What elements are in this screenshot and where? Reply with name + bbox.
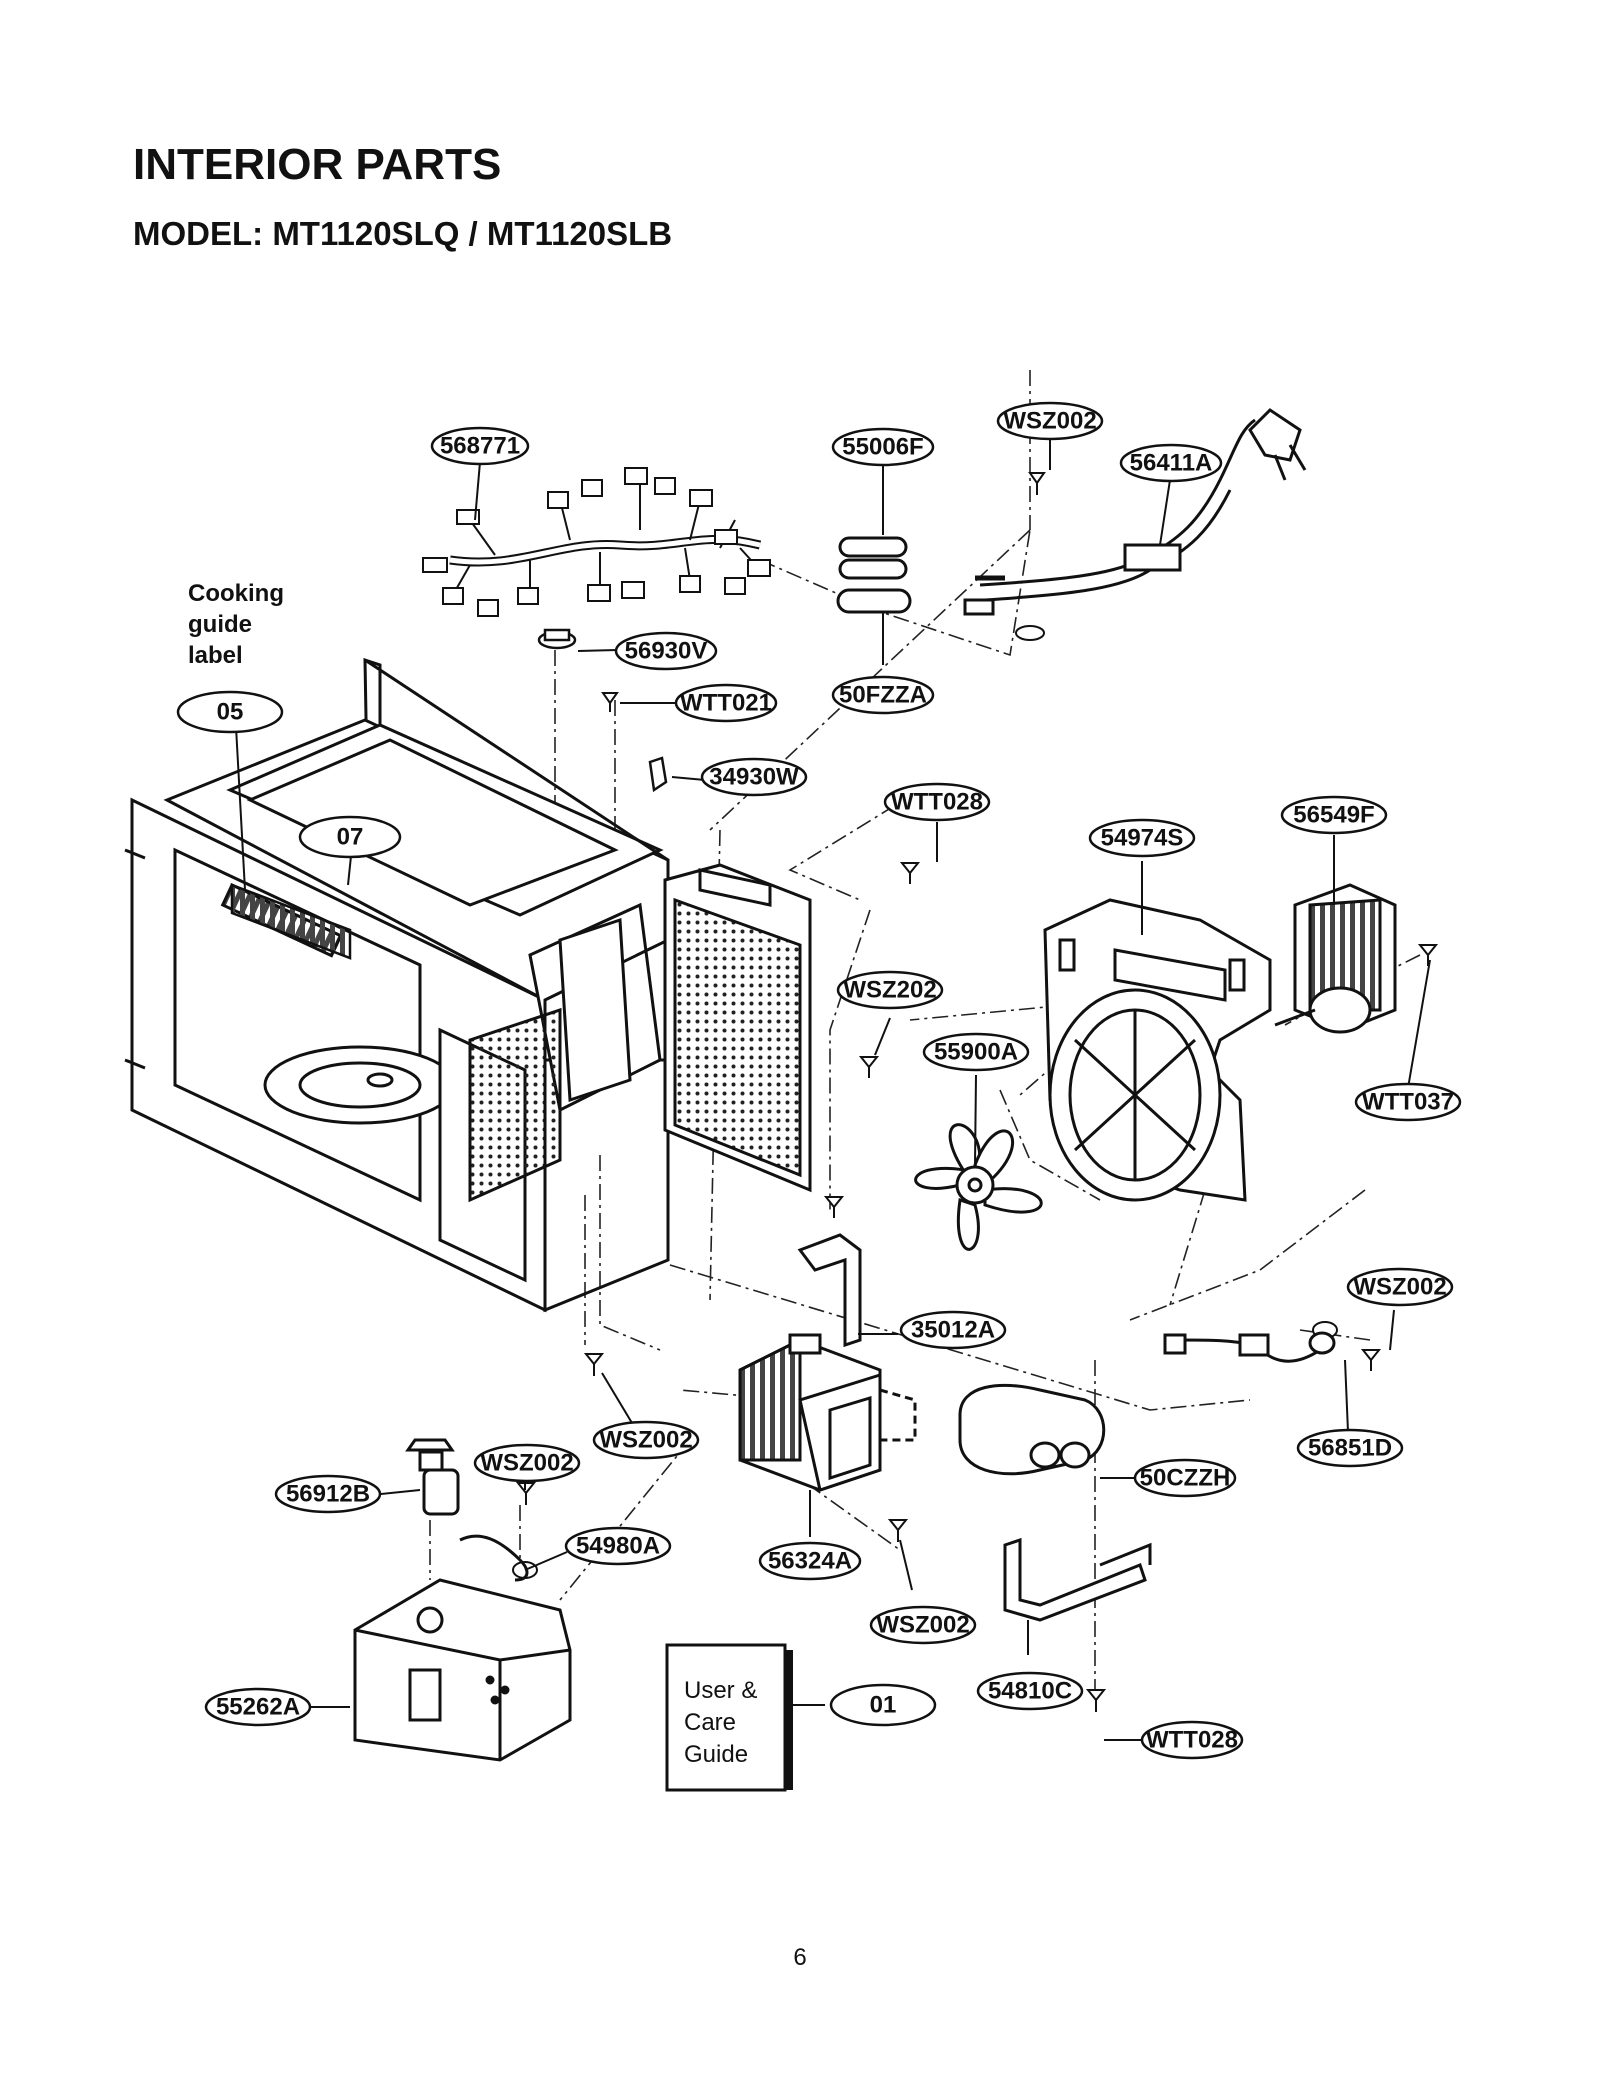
callout-label: WSZ002 xyxy=(599,1426,692,1453)
callout-label: 07 xyxy=(337,823,364,850)
callout-label: WSZ002 xyxy=(480,1449,573,1476)
bracket-upper xyxy=(797,1233,862,1348)
page-number: 6 xyxy=(793,1944,807,1971)
callout-label: 55900A xyxy=(934,1038,1018,1065)
callout-label: WTT037 xyxy=(1362,1088,1454,1115)
callout-label: 34930W xyxy=(709,763,799,790)
callout-label: WSZ002 xyxy=(1353,1273,1446,1300)
callout-label: 50FZZA xyxy=(839,681,927,708)
callout-label: WTT021 xyxy=(680,689,772,716)
callout-label: 54810C xyxy=(988,1677,1072,1704)
side-label-line: Cooking xyxy=(188,580,284,607)
latch-clip xyxy=(648,756,668,793)
callout-label: WTT028 xyxy=(891,788,983,815)
cooking-guide-label-text: Cooking guide label xyxy=(188,578,284,671)
side-label-line: guide xyxy=(188,611,252,638)
oven-cavity xyxy=(124,657,670,1313)
callout-label: 568771 xyxy=(440,432,520,459)
cooling-fan xyxy=(914,1123,1043,1251)
callout-label: 56324A xyxy=(768,1547,852,1574)
callout-label: 56851D xyxy=(1308,1434,1392,1461)
wire-harness xyxy=(422,467,771,617)
thermostat xyxy=(537,628,577,650)
bracket-lower xyxy=(1003,1537,1152,1622)
callout-label: 54974S xyxy=(1101,824,1184,851)
switch-box xyxy=(353,1578,572,1762)
callout-label: WSZ202 xyxy=(843,976,936,1003)
callout-label: WTT028 xyxy=(1146,1726,1238,1753)
callout-label: WSZ002 xyxy=(876,1611,969,1638)
callout-ovals xyxy=(176,401,1462,1760)
callout-label: 56930V xyxy=(625,637,708,664)
callout-label: 56411A xyxy=(1130,449,1213,476)
callout-leaders xyxy=(235,438,1431,1741)
fan-duct xyxy=(1043,898,1272,1202)
model-subtitle: MODEL: MT1120SLQ / MT1120SLB xyxy=(133,215,673,252)
magnetron xyxy=(738,1333,917,1492)
callout-label: 55006F xyxy=(842,433,923,460)
hv-diode xyxy=(1163,1331,1336,1363)
callout-label: 35012A xyxy=(911,1316,995,1343)
callout-label: WSZ002 xyxy=(1003,407,1096,434)
booklet-line-2: Care xyxy=(684,1709,736,1736)
capacitor xyxy=(958,1383,1106,1476)
fuse xyxy=(836,588,912,614)
cooking-guide-label xyxy=(230,883,352,960)
callout-label: 55262A xyxy=(216,1693,300,1720)
callout-label: 54980A xyxy=(576,1532,660,1559)
lever xyxy=(459,1534,529,1582)
booklet-line-1: User & xyxy=(684,1677,757,1704)
side-panel xyxy=(558,863,812,1193)
fuse-holder xyxy=(838,536,908,580)
page-title: INTERIOR PARTS xyxy=(133,140,502,189)
callout-label: 01 xyxy=(870,1691,897,1718)
fan-motor xyxy=(1274,883,1397,1034)
callout-label: 56549F xyxy=(1293,801,1374,828)
power-cord xyxy=(963,408,1307,616)
callout-label: 56912B xyxy=(286,1480,370,1507)
callout-label: 05 xyxy=(217,698,244,725)
booklet-line-3: Guide xyxy=(684,1741,748,1768)
user-care-guide-booklet: User & Care Guide xyxy=(665,1643,793,1792)
callout-label: 50CZZH xyxy=(1140,1464,1231,1491)
turntable-motor xyxy=(405,1438,460,1516)
side-label-line: label xyxy=(188,642,243,669)
screws xyxy=(512,472,1439,1712)
